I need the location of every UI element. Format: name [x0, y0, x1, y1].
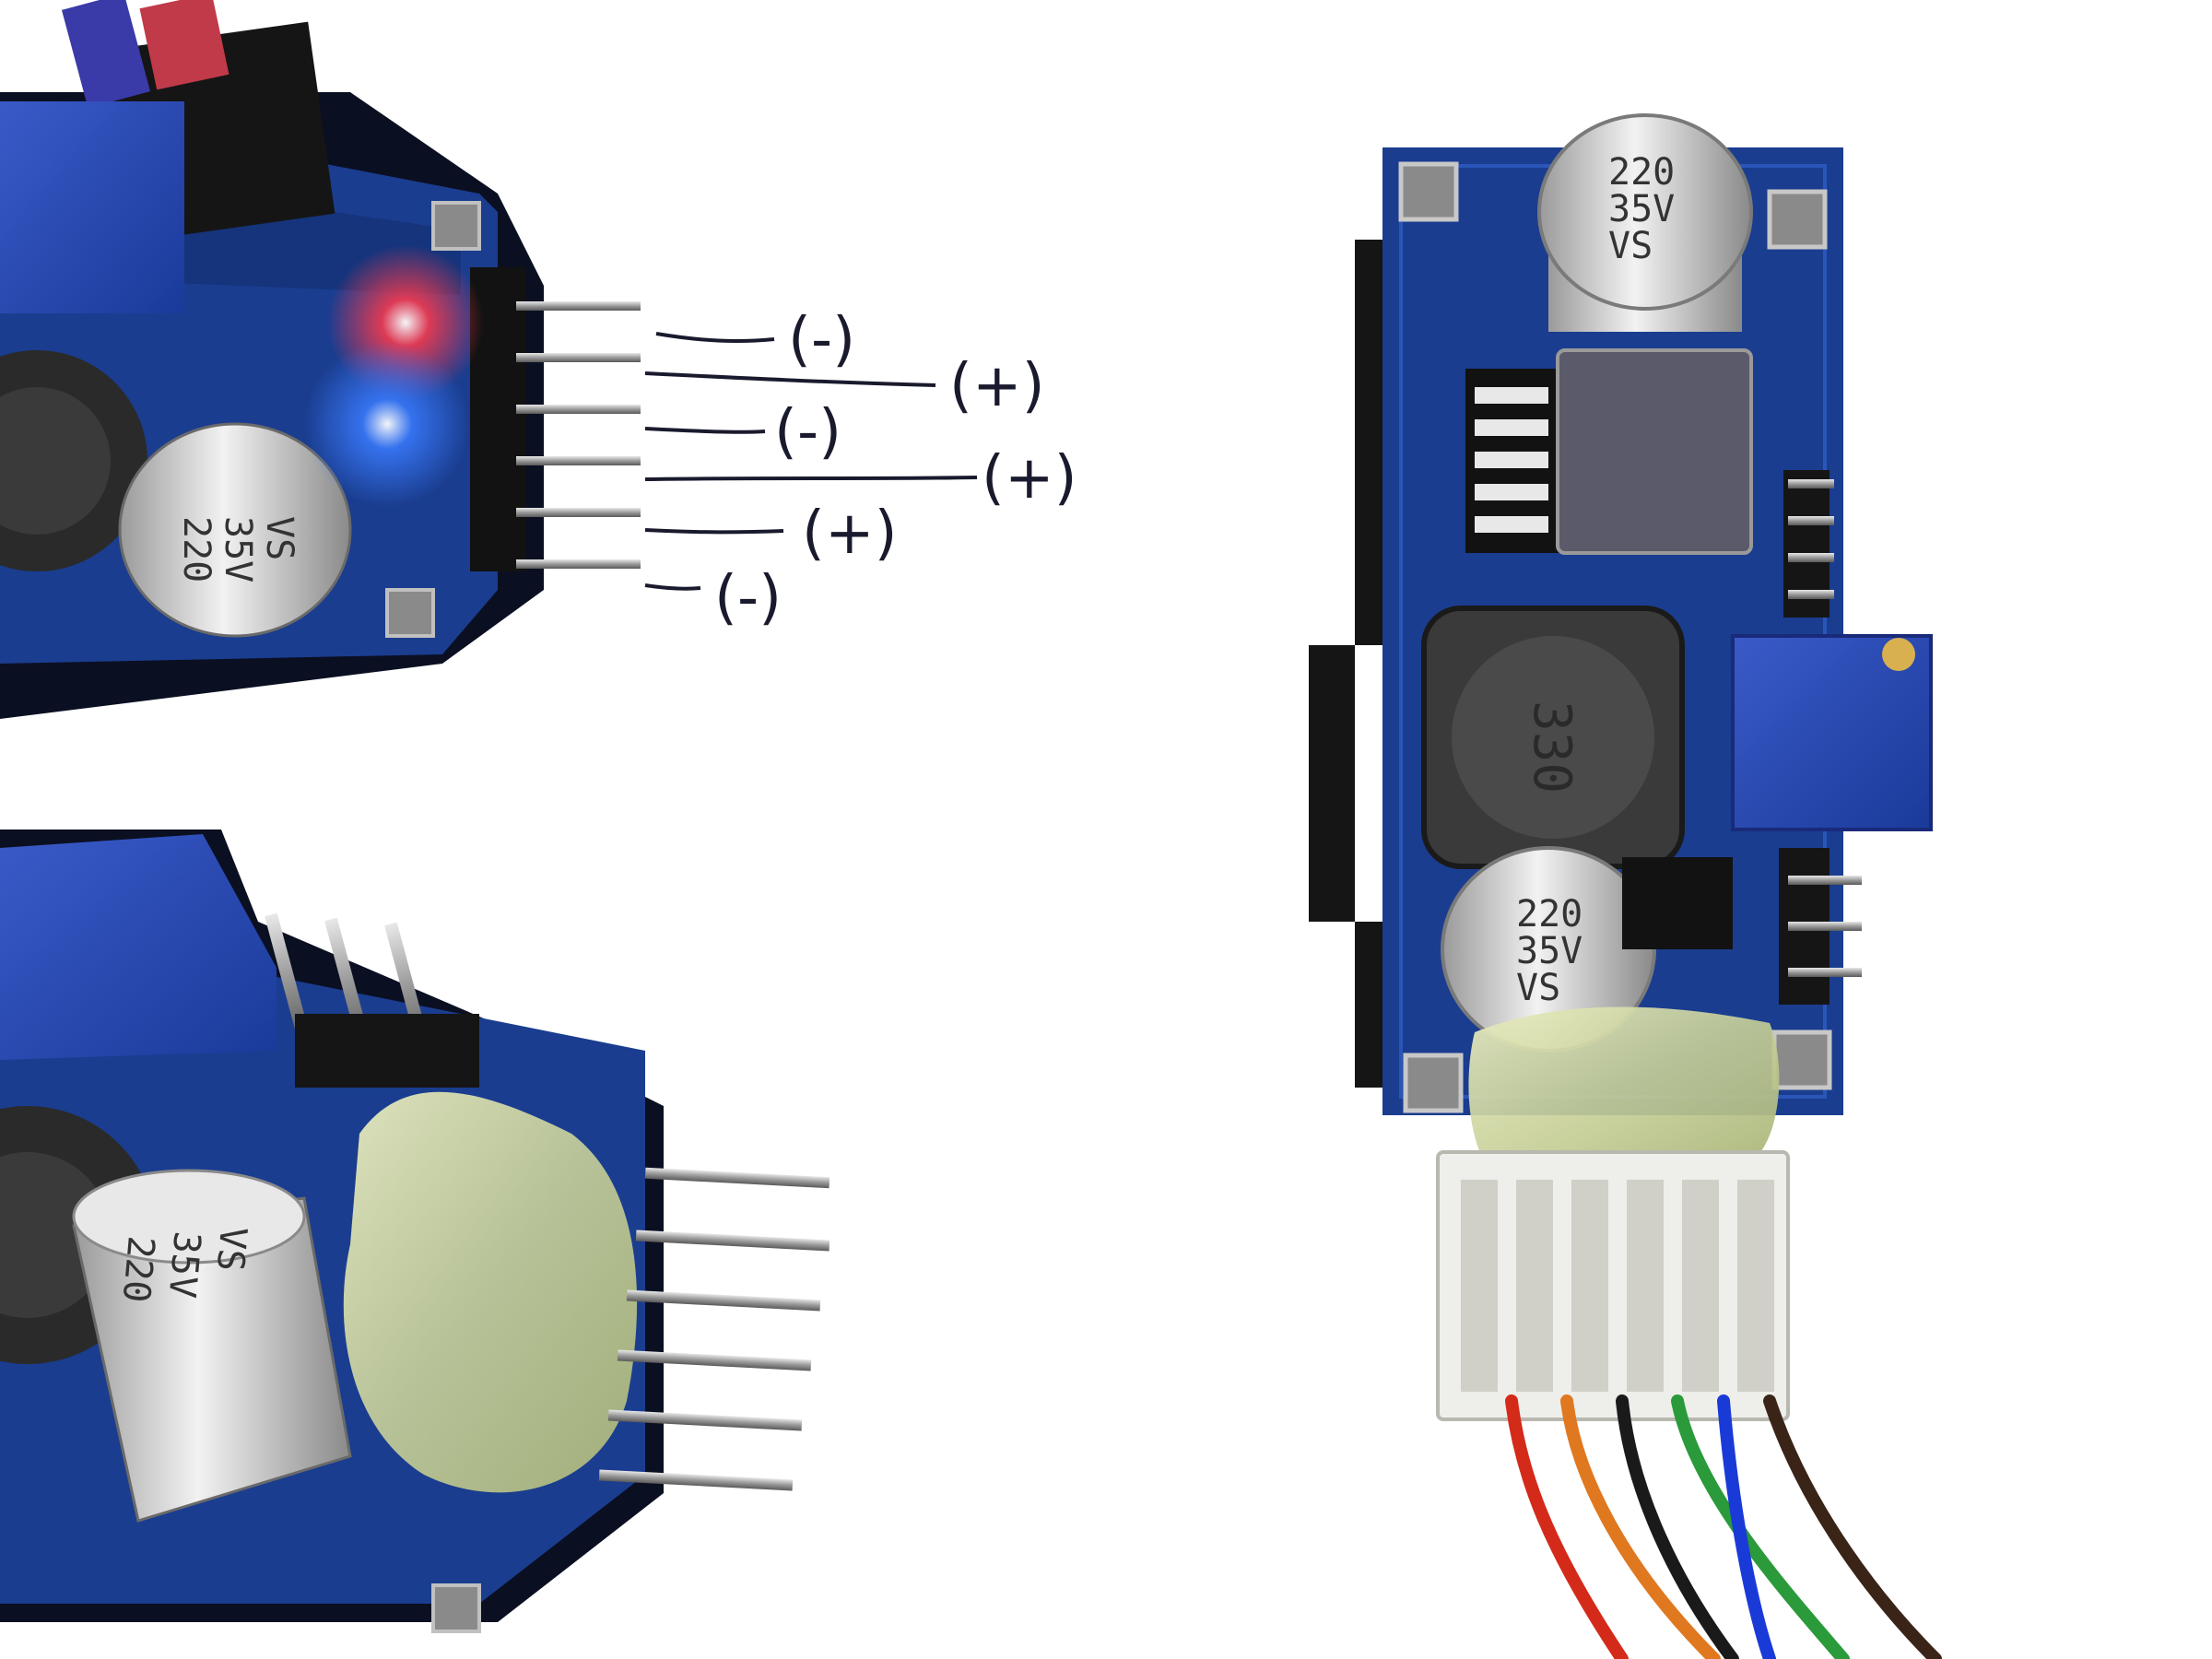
- capacitor-voltage: 35V: [217, 516, 259, 582]
- leader-line: [655, 332, 775, 343]
- pin-label: (-): [774, 398, 841, 466]
- pin: [516, 301, 641, 311]
- capacitor-series: VS: [1608, 225, 1653, 267]
- pin: [516, 456, 641, 465]
- mounting-hole: [1403, 1053, 1464, 1113]
- blue-wire: [1717, 1394, 1776, 1659]
- pin: [516, 559, 641, 569]
- pin-annotations: [644, 332, 978, 591]
- mounting-hole: [431, 1583, 481, 1633]
- leader-line: [644, 583, 701, 591]
- pin: [265, 912, 311, 1041]
- pin: [324, 917, 371, 1046]
- capacitor-label: 220: [1608, 151, 1675, 194]
- pin-label: (+): [949, 352, 1045, 420]
- capacitor-voltage: 35V: [1516, 930, 1583, 972]
- capacitor-voltage: 35V: [160, 1230, 208, 1300]
- pin: [516, 508, 641, 517]
- inductor: 330: [1421, 606, 1685, 869]
- red-wire: [1505, 1394, 1629, 1659]
- brown-wire: [1763, 1394, 1942, 1659]
- board-bottom-left: 220 35V VS: [0, 830, 830, 1633]
- leader-line: [644, 371, 936, 387]
- pin-label: (+): [802, 500, 898, 568]
- leader-line: [644, 476, 978, 481]
- leader-line: [644, 427, 766, 434]
- hot-glue: [1468, 1006, 1780, 1169]
- potentiometer: [0, 101, 184, 313]
- capacitor: 220 35V VS: [72, 1169, 352, 1523]
- capacitor-voltage: 35V: [1608, 188, 1675, 230]
- pin-label: (-): [714, 564, 782, 632]
- potentiometer: [0, 834, 276, 1060]
- wire-connector: [1436, 1150, 1790, 1421]
- wire-bundle: [1505, 1394, 1942, 1659]
- capacitor-series: VS: [1516, 967, 1560, 1009]
- capacitor: 220 35V VS: [118, 422, 352, 638]
- board-right: 220 35V VS 330: [1309, 113, 1942, 1659]
- pin: [607, 1409, 803, 1431]
- pin: [516, 353, 641, 362]
- capacitor-label: 220: [114, 1234, 162, 1304]
- board-top-left: 220 35V VS: [0, 0, 641, 719]
- trim-screw: [1882, 638, 1915, 671]
- capacitor: 220 35V VS: [1537, 113, 1753, 332]
- mounting-hole: [1398, 161, 1459, 222]
- orange-wire: [1560, 1394, 1721, 1659]
- mounting-hole: [385, 588, 435, 638]
- pin-label: (+): [982, 444, 1077, 512]
- capacitor-label: 220: [175, 516, 218, 582]
- pin: [635, 1230, 830, 1252]
- capacitor-label: 220: [1516, 893, 1583, 935]
- mounting-hole: [1767, 189, 1828, 250]
- leader-line: [644, 528, 784, 535]
- capacitor-series: VS: [208, 1225, 254, 1273]
- potentiometer: [1731, 634, 1933, 831]
- pin: [617, 1349, 812, 1371]
- output-pins: [598, 1167, 830, 1491]
- pin: [516, 405, 641, 414]
- mounting-hole: [1771, 1030, 1832, 1090]
- output-pins: [516, 301, 641, 569]
- black-wire: [1616, 1394, 1739, 1659]
- inductor-label: 330: [1522, 700, 1582, 794]
- pin: [626, 1289, 821, 1312]
- mounting-hole: [431, 201, 481, 251]
- hot-glue: [343, 1091, 638, 1493]
- small-ic: [1622, 857, 1733, 949]
- vertical-pins: [265, 912, 479, 1088]
- blue-led: [304, 341, 470, 507]
- pin: [598, 1469, 794, 1491]
- pin: [644, 1167, 830, 1189]
- pin-label: (-): [788, 306, 855, 374]
- capacitor-series: VS: [258, 516, 300, 560]
